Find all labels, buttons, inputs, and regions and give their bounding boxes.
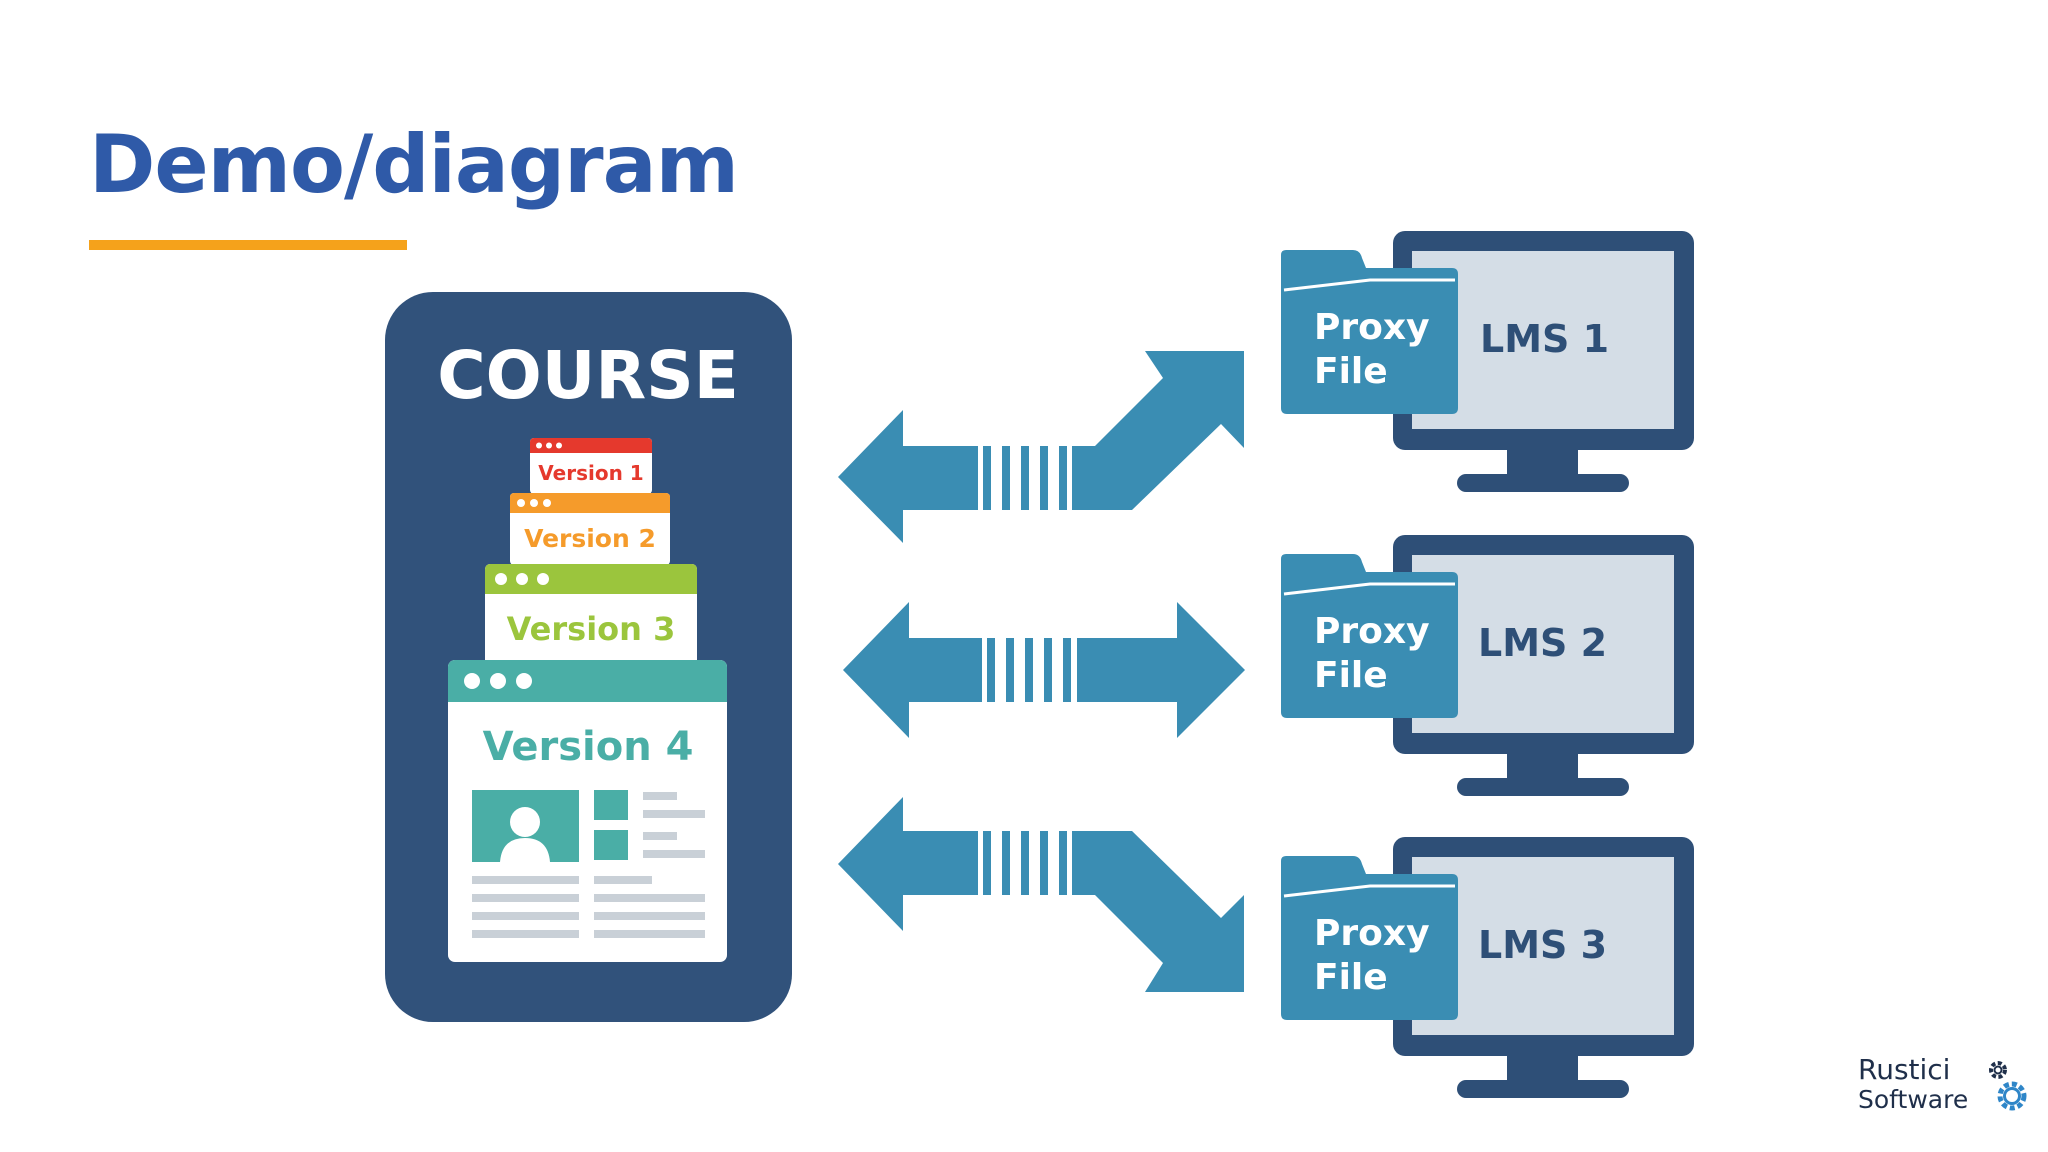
profile-image-icon <box>472 790 579 862</box>
rustici-software-logo: Rustici Software <box>1858 1056 2028 1126</box>
connector-arrow-lms-1 <box>838 351 1244 543</box>
slide-title: Demo/diagram <box>89 118 739 211</box>
lms-3-label: LMS 3 <box>1478 923 1607 967</box>
lms-2-proxy-line2: File <box>1314 655 1388 696</box>
lms-1-proxy-line2: File <box>1314 351 1388 392</box>
lms-2-label: LMS 2 <box>1478 621 1607 665</box>
version-4-label: Version 4 <box>483 724 694 770</box>
connector-arrow-lms-2 <box>843 602 1245 738</box>
version-3-window: Version 3 <box>485 564 697 666</box>
lms-1-monitor: LMS 1 <box>1393 231 1694 492</box>
lms-3-proxy-line2: File <box>1314 957 1388 998</box>
title-underline <box>89 240 407 250</box>
lms-2-proxy-folder-icon: Proxy File <box>1281 554 1458 718</box>
version-2-window: Version 2 <box>510 493 670 565</box>
lms-2-monitor: LMS 2 <box>1393 535 1694 796</box>
lms-1-label: LMS 1 <box>1480 317 1609 361</box>
logo-line2: Software <box>1858 1085 1969 1114</box>
version-4-window: Version 4 <box>448 660 727 962</box>
lms-1-proxy-line1: Proxy <box>1314 307 1430 348</box>
lms-3-proxy-folder-icon: Proxy File <box>1281 856 1458 1020</box>
version-3-label: Version 3 <box>507 610 676 648</box>
lms-1-proxy-folder-icon: Proxy File <box>1281 250 1458 414</box>
connector-arrow-lms-3 <box>838 797 1244 992</box>
lms-2-proxy-line1: Proxy <box>1314 611 1430 652</box>
lms-3-proxy-line1: Proxy <box>1314 913 1430 954</box>
logo-line1: Rustici <box>1858 1053 1951 1086</box>
version-1-label: Version 1 <box>538 461 643 485</box>
version-1-window: Version 1 <box>530 438 652 494</box>
version-2-label: Version 2 <box>524 524 656 553</box>
gears-icon <box>1989 1061 2027 1111</box>
course-label: COURSE <box>437 337 739 414</box>
